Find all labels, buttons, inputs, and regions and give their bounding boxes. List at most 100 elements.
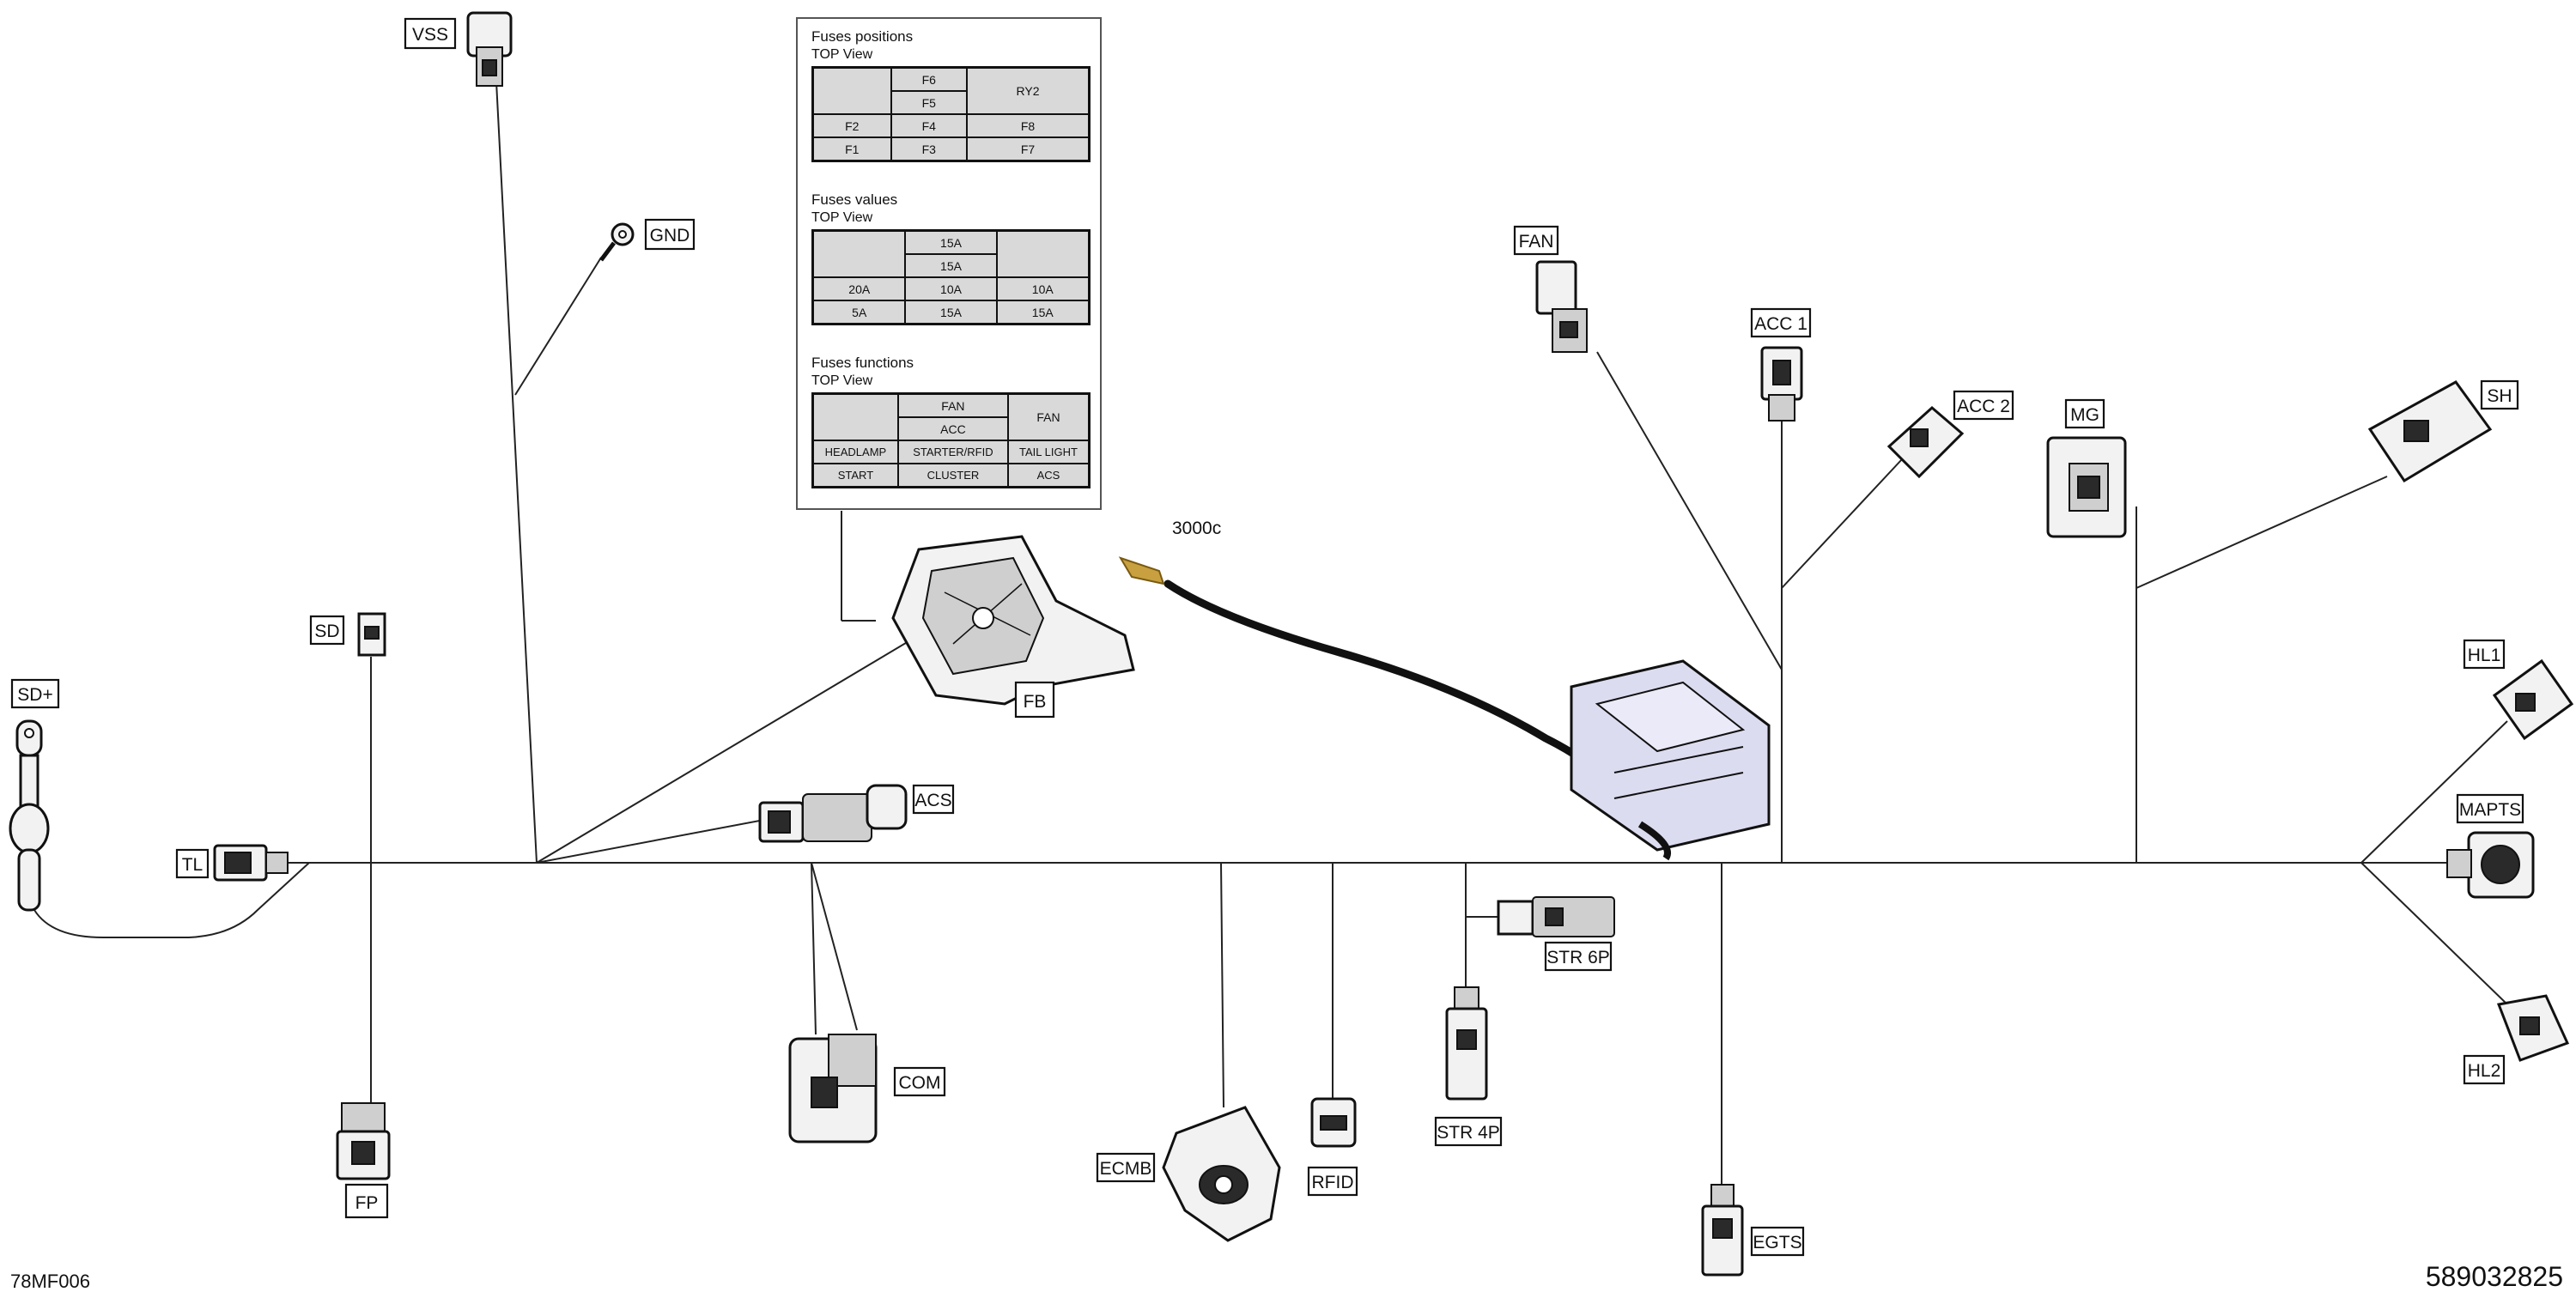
fuse-cell: 5A [811, 300, 907, 325]
fuse-cell: ACS [1006, 463, 1091, 488]
svg-text:ACS: ACS [914, 791, 951, 810]
label-hl1: HL1 [2463, 639, 2506, 670]
gnd-ring-terminal [599, 222, 635, 262]
acc2-connector [1886, 406, 1965, 479]
label-fb: FB [1014, 681, 1055, 719]
label-hl2: HL2 [2463, 1054, 2506, 1085]
sh-connector [2367, 380, 2493, 483]
svg-text:SD+: SD+ [17, 685, 52, 705]
fuse-cell: 15A [904, 253, 998, 278]
fuse-values-section: Fuses values TOP View 15A 15A 20A 10A 10… [811, 191, 1095, 325]
fuse-cell: F6 [890, 66, 969, 92]
svg-text:FP: FP [355, 1193, 379, 1213]
fuse-cell: F2 [811, 113, 892, 138]
fuse-positions-section: Fuses positions TOP View F6 RY2 F5 F2 F4… [811, 27, 1095, 162]
label-fp: FP [344, 1183, 389, 1219]
label-tl: TL [175, 848, 210, 879]
label-rfid: RFID [1307, 1166, 1358, 1197]
label-str4p: STR 4P [1434, 1116, 1503, 1147]
fuse-cell: 10A [995, 276, 1091, 301]
fuse-functions-title: Fuses functions [811, 355, 914, 371]
fuse-cell: F7 [966, 136, 1091, 162]
fuse-cell: F5 [890, 90, 969, 115]
fuse-cell: F1 [811, 136, 892, 162]
tl-connector [213, 844, 289, 882]
label-fan: FAN [1513, 225, 1559, 256]
label-sd: SD [309, 615, 345, 646]
fuse-functions-section: Fuses functions TOP View FAN FAN ACC HEA… [811, 354, 1095, 488]
str4p-connector [1445, 986, 1488, 1101]
svg-text:TL: TL [182, 855, 204, 875]
fuse-cell [811, 66, 892, 115]
svg-text:SD: SD [314, 622, 339, 641]
fuse-cell: HEADLAMP [811, 440, 899, 464]
sd-plus-terminal [9, 719, 50, 912]
fp-connector [336, 1102, 391, 1180]
vss-connector [466, 11, 513, 87]
rfid-connector [1310, 1097, 1357, 1148]
fuse-cell: 20A [811, 276, 907, 301]
fuse-positions-view: TOP View [811, 47, 873, 62]
svg-text:ACC 1: ACC 1 [1754, 314, 1807, 334]
svg-text:ECMB: ECMB [1100, 1159, 1152, 1179]
svg-text:MAPTS: MAPTS [2459, 800, 2521, 820]
com-connector [788, 1034, 878, 1143]
fuse-cell: F8 [966, 113, 1091, 138]
svg-text:ACC 2: ACC 2 [1957, 397, 2010, 416]
part-number: 589032825 [2426, 1261, 2563, 1292]
mapts-connector [2446, 831, 2535, 899]
fuse-positions-table: F6 RY2 F5 F2 F4 F8 F1 F3 F7 [811, 66, 1091, 162]
fuse-functions-view: TOP View [811, 373, 873, 388]
fuse-info-panel: Fuses positions TOP View F6 RY2 F5 F2 F4… [796, 17, 1102, 510]
label-ecmb: ECMB [1096, 1152, 1156, 1183]
fuse-cell: 10A [904, 276, 998, 301]
fan-connector [1535, 260, 1588, 353]
fuse-functions-table: FAN FAN ACC HEADLAMP STARTER/RFID TAIL L… [811, 392, 1091, 488]
acs-connector [758, 784, 908, 843]
svg-text:HL2: HL2 [2468, 1061, 2501, 1081]
svg-text:FAN: FAN [1519, 232, 1554, 252]
hl2-connector [2496, 994, 2570, 1062]
fuse-values-view: TOP View [811, 210, 873, 225]
svg-text:FB: FB [1024, 692, 1047, 712]
fuse-values-title: Fuses values [811, 191, 898, 208]
fuse-cell: STARTER/RFID [896, 440, 1009, 464]
mg-connector [2046, 436, 2127, 538]
cable-label-3000c: 3000c [1172, 519, 1221, 538]
ecmb-connector [1162, 1106, 1281, 1242]
fuse-cell: ACC [896, 416, 1009, 441]
acc1-connector [1760, 346, 1803, 422]
sd-connector [357, 612, 386, 657]
label-mapts: MAPTS [2456, 793, 2524, 824]
label-sh: SH [2480, 379, 2519, 410]
svg-text:EGTS: EGTS [1753, 1233, 1801, 1253]
label-acs: ACS [912, 784, 955, 815]
fuse-cell: TAIL LIGHT [1006, 440, 1091, 464]
fuse-cell: RY2 [966, 66, 1091, 115]
fuse-cell [995, 229, 1091, 278]
svg-text:GND: GND [650, 226, 690, 246]
svg-text:MG: MG [2070, 405, 2099, 425]
label-str6p: STR 6P [1544, 941, 1613, 972]
label-gnd: GND [644, 218, 696, 251]
svg-text:SH: SH [2487, 386, 2512, 406]
svg-text:VSS: VSS [412, 25, 448, 45]
ecm-cable [1118, 556, 1636, 820]
label-egts: EGTS [1750, 1226, 1805, 1257]
label-com: COM [893, 1066, 946, 1097]
fuse-cell: 15A [904, 300, 998, 325]
svg-text:HL1: HL1 [2468, 646, 2501, 665]
label-sd-plus: SD+ [10, 678, 60, 709]
ecm-module [1570, 659, 1771, 861]
fuse-cell: FAN [1006, 392, 1091, 441]
fuse-cell: START [811, 463, 899, 488]
str6p-connector [1497, 896, 1615, 937]
svg-text:STR 6P: STR 6P [1546, 948, 1610, 967]
figure-code: 78MF006 [10, 1271, 90, 1292]
fuse-cell: FAN [896, 392, 1009, 418]
fuse-cell [811, 392, 899, 441]
svg-text:RFID: RFID [1312, 1173, 1354, 1192]
svg-text:COM: COM [899, 1073, 941, 1093]
fuse-positions-title: Fuses positions [811, 28, 914, 45]
